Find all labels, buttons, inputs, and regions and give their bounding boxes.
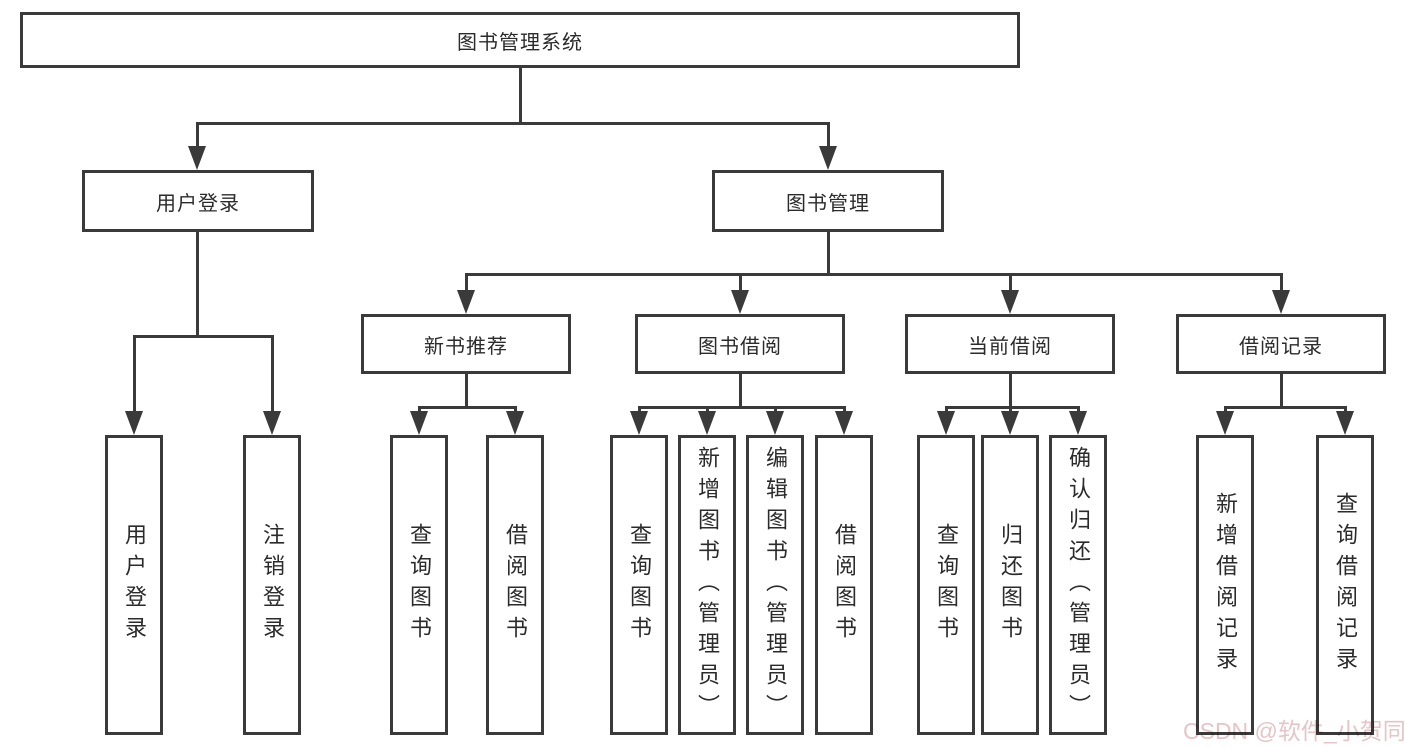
connector-borrowrecords-stub (1280, 374, 1283, 406)
arrow-down-icon (819, 146, 837, 170)
arrow-down-icon (1336, 411, 1354, 435)
connector-stem (1009, 406, 1012, 411)
leaf-label: 查询图书 (627, 523, 652, 647)
connector-bookmgmt-branch (465, 273, 1282, 276)
node-label: 图书管理 (786, 192, 870, 215)
node-current-borrow: 当前借阅 (905, 314, 1115, 374)
arrow-down-icon (125, 411, 143, 435)
leaf-label: 查询借阅记录 (1333, 492, 1358, 678)
leaf-add-borrow-record: 新增借阅记录 (1196, 435, 1254, 735)
leaf-user-login: 用户登录 (105, 435, 163, 735)
connector-stem (1009, 273, 1012, 290)
connector-userlogin-branch (133, 335, 274, 338)
leaf-confirm-return-admin: 确认归还（管理员） (1049, 435, 1107, 735)
connector-currentborrow-branch (945, 406, 1080, 409)
arrow-down-icon (731, 290, 749, 314)
connector-newbook-stub (465, 374, 468, 406)
leaf-return-books: 归还图书 (981, 435, 1039, 735)
arrow-down-icon (937, 411, 955, 435)
connector-stem (945, 406, 948, 411)
arrow-down-icon (1216, 411, 1234, 435)
connector-stem (1224, 406, 1227, 411)
connector-currentborrow-stub (1009, 374, 1012, 406)
node-book-borrow: 图书借阅 (635, 314, 845, 374)
connector-newbook-branch (418, 406, 517, 409)
node-book-management: 图书管理 (712, 170, 944, 232)
node-label: 当前借阅 (968, 335, 1052, 358)
node-user-login: 用户登录 (82, 170, 314, 232)
arrow-down-icon (835, 411, 853, 435)
leaf-label: 确认归还（管理员） (1066, 445, 1091, 725)
node-label: 新书推荐 (424, 335, 508, 358)
connector-stem (1280, 273, 1283, 290)
leaf-logout: 注销登录 (243, 435, 301, 735)
leaf-query-books-borrow: 查询图书 (610, 435, 668, 735)
connector-stem (1077, 406, 1080, 411)
node-label: 用户登录 (156, 192, 240, 215)
connector-stem (465, 273, 468, 290)
connector-stem (774, 406, 777, 411)
csdn-watermark: CSDN @软件_小贺同学 (1183, 718, 1405, 744)
leaf-query-books-newbook: 查询图书 (390, 435, 448, 735)
leaf-label: 新增图书（管理员） (695, 445, 720, 725)
connector-stem (133, 335, 136, 411)
arrow-down-icon (506, 411, 524, 435)
node-new-book-recommend: 新书推荐 (361, 314, 571, 374)
connector-bookmgmt-stub (827, 232, 830, 273)
connector-borrowrecords-branch (1224, 406, 1346, 409)
leaf-query-books-current: 查询图书 (917, 435, 975, 735)
connector-stem (418, 406, 421, 411)
connector-root-stub (519, 68, 522, 122)
arrow-down-icon (188, 146, 206, 170)
connector-stem (827, 122, 830, 146)
node-label: 图书借阅 (698, 335, 782, 358)
connector-stem (1344, 406, 1347, 411)
leaf-borrow-books-newbook: 借阅图书 (486, 435, 544, 735)
node-label: 图书管理系统 (457, 31, 583, 54)
node-library-management-system: 图书管理系统 (20, 12, 1020, 68)
leaf-label: 查询图书 (407, 523, 432, 647)
node-label: 借阅记录 (1239, 335, 1323, 358)
leaf-label: 编辑图书（管理员） (763, 445, 788, 725)
leaf-label: 新增借阅记录 (1213, 492, 1238, 678)
arrow-down-icon (630, 411, 648, 435)
arrow-down-icon (766, 411, 784, 435)
connector-stem (271, 335, 274, 411)
arrow-down-icon (1069, 411, 1087, 435)
connector-bookborrow-stub (739, 374, 742, 406)
leaf-borrow-books-borrow: 借阅图书 (815, 435, 873, 735)
connector-bookborrow-branch (638, 406, 846, 409)
connector-stem (196, 122, 199, 146)
node-borrow-records: 借阅记录 (1176, 314, 1386, 374)
arrow-down-icon (1001, 411, 1019, 435)
leaf-edit-books-admin: 编辑图书（管理员） (746, 435, 804, 735)
leaf-label: 查询图书 (934, 523, 959, 647)
leaf-label: 借阅图书 (503, 523, 528, 647)
connector-stem (638, 406, 641, 411)
connector-stem (514, 406, 517, 411)
arrow-down-icon (263, 411, 281, 435)
connector-stem (739, 273, 742, 290)
arrow-down-icon (457, 290, 475, 314)
arrow-down-icon (1001, 290, 1019, 314)
leaf-query-borrow-record: 查询借阅记录 (1316, 435, 1374, 735)
arrow-down-icon (1272, 290, 1290, 314)
leaf-label: 借阅图书 (832, 523, 857, 647)
connector-userlogin-stub (196, 232, 199, 335)
arrow-down-icon (410, 411, 428, 435)
connector-stem (706, 406, 709, 411)
leaf-label: 注销登录 (260, 523, 285, 647)
arrow-down-icon (698, 411, 716, 435)
leaf-add-books-admin: 新增图书（管理员） (678, 435, 736, 735)
connector-root-branch (196, 122, 830, 125)
leaf-label: 归还图书 (998, 523, 1023, 647)
leaf-label: 用户登录 (122, 523, 147, 647)
connector-stem (843, 406, 846, 411)
